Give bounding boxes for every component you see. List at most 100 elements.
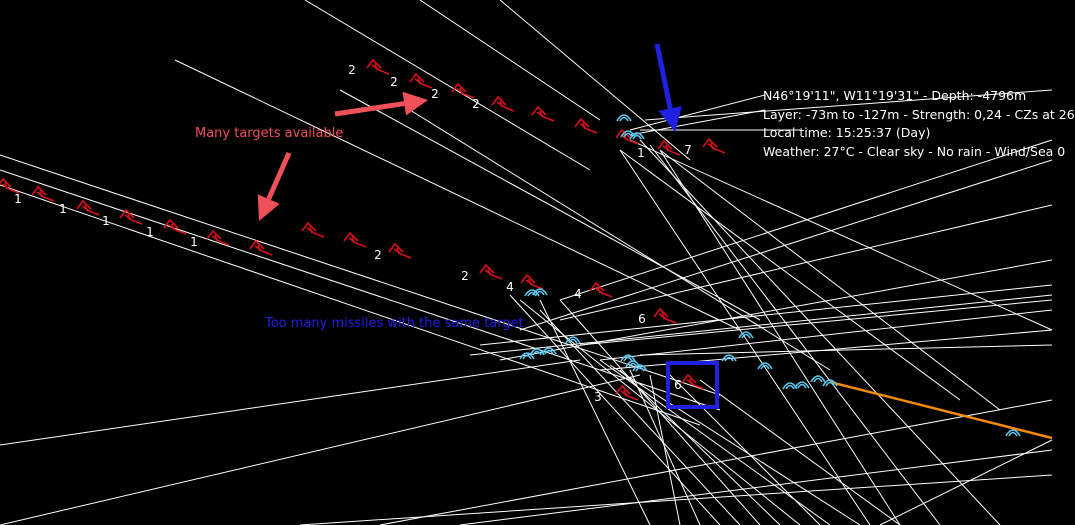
red-hostile-contact-icon[interactable] [531,105,555,122]
blue-missile-icon[interactable] [616,114,632,122]
track-line [629,94,766,131]
local-time-readout: Local time: 15:25:37 (Day) [763,125,931,140]
blue-missile-icon[interactable] [629,132,645,140]
track-line [609,364,861,525]
contact-count-label: 4 [574,287,582,301]
track-lines-layer [0,0,1053,525]
track-line [419,0,601,121]
red-hostile-contact-icon[interactable] [249,239,273,256]
red-hostile-contact-icon[interactable] [0,177,20,194]
red-hostile-contact-icon[interactable] [343,231,367,248]
contact-count-label: 2 [431,87,439,101]
track-line [174,59,741,331]
track-line [639,344,1053,356]
track-line [619,369,781,525]
red-hostile-contact-icon[interactable] [366,58,390,75]
track-line [539,309,741,525]
position-readout: N46°19'11", W11°19'31" - Depth: -4796m [763,88,1027,103]
track-line [579,299,1053,346]
selected-course-line [829,380,1053,440]
contact-count-label: 2 [390,75,398,89]
red-hostile-contact-icon[interactable] [615,384,639,401]
missiles-layer[interactable] [519,114,1021,437]
selected-course-layer [829,380,1053,440]
blue-missile-icon[interactable] [757,362,773,370]
track-line [0,359,581,446]
track-line [659,149,1001,411]
red-hostile-contact-icon[interactable] [31,185,55,202]
blue-missile-icon[interactable] [541,347,557,355]
track-line [0,154,721,396]
red-hostile-contact-icon[interactable] [574,117,598,134]
track-line [559,204,1053,321]
track-line [409,109,831,371]
blue-missile-icon[interactable] [632,364,648,372]
blue-missile-icon[interactable] [822,379,838,387]
track-line [0,374,641,525]
red-hostile-contact-icon[interactable] [589,281,613,298]
contact-count-label: 2 [374,248,382,262]
track-line [499,0,691,161]
annotation-too-many-missiles: Too many missiles with the same target [265,316,524,331]
blue-missile-icon[interactable] [810,375,826,383]
track-line [879,439,1053,525]
track-line [699,379,901,525]
red-hostile-contact-icon[interactable] [206,229,230,246]
red-hostile-contact-icon[interactable] [615,128,639,145]
contact-count-label: 1 [637,146,645,160]
track-line [619,149,871,525]
track-line [339,89,761,321]
track-line [459,449,1053,525]
track-line [509,294,721,525]
red-hostile-contact-icon[interactable] [653,307,677,324]
red-hostile-contact-icon[interactable] [76,199,100,216]
red-hostile-contact-icon[interactable] [681,373,705,390]
blue-missile-icon[interactable] [524,289,540,297]
red-hostile-contact-icon[interactable] [301,221,325,238]
red-hostile-contact-icon[interactable] [491,95,515,112]
contact-count-label: 6 [638,312,646,326]
hostile-contacts-layer[interactable] [0,58,726,401]
contact-count-label: 1 [14,192,22,206]
red-hostile-contact-icon[interactable] [451,82,475,99]
blue-missile-icon[interactable] [1005,429,1021,437]
red-hostile-contact-icon[interactable] [163,218,187,235]
annotation-many-targets: Many targets available [195,126,344,141]
contact-count-label: 4 [506,280,514,294]
blue-missile-icon[interactable] [738,331,754,339]
contact-count-label: 1 [59,202,67,216]
blue-missile-icon[interactable] [782,382,798,390]
red-hostile-contact-icon[interactable] [657,139,681,156]
track-line [639,139,1001,525]
layer-readout: Layer: -73m to -127m - Strength: 0,24 - … [763,106,1075,122]
red-hostile-contact-icon[interactable] [479,263,503,280]
track-line [299,474,1053,525]
track-line [304,0,591,171]
track-line [539,299,651,525]
blue-missile-icon[interactable] [519,352,535,360]
red-hostile-contact-icon[interactable] [409,72,433,89]
track-line [559,139,1053,301]
track-line [629,139,1053,331]
track-line [599,309,1053,361]
red-hostile-contact-icon[interactable] [388,242,412,259]
red-hostile-contact-icon[interactable] [119,208,143,225]
blue-missile-icon[interactable] [794,381,810,389]
arrow-blue-down [654,43,682,132]
blue-missile-icon[interactable] [721,354,737,362]
contact-count-label: 6 [674,378,682,392]
red-hostile-contact-icon[interactable] [702,137,726,154]
track-line [644,89,1053,121]
contact-count-label: 1 [146,225,154,239]
blue-missile-icon[interactable] [565,336,581,344]
blue-missile-icon[interactable] [620,354,636,362]
contact-count-label: 2 [472,97,480,111]
track-line [519,159,1053,331]
blue-missile-icon[interactable] [532,288,548,296]
track-line [559,299,761,525]
track-line [469,294,1053,356]
red-hostile-contact-icon[interactable] [520,273,544,290]
